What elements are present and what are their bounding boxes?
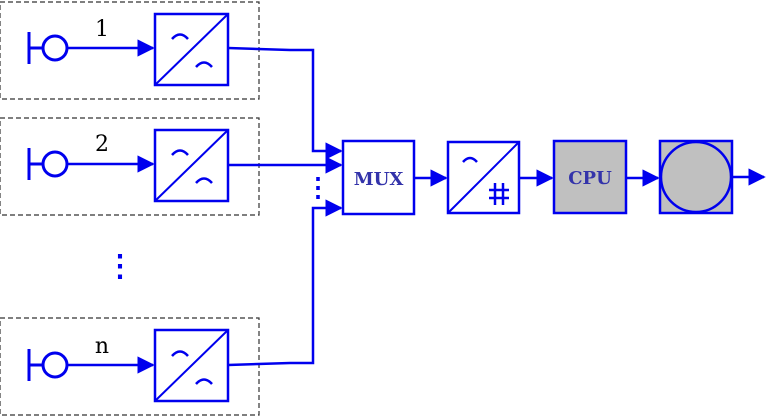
mux-label: MUX [354, 169, 404, 190]
sensor-icon [27, 148, 69, 180]
sensor-icon [27, 349, 69, 381]
channel-n: n [0, 317, 260, 416]
analog-filter-icon [153, 12, 230, 87]
sensor-icon [27, 32, 69, 64]
channel-1-dashed-box [0, 1, 260, 100]
channel-2-label: 2 [95, 132, 109, 157]
channel-n-dashed-box [0, 317, 260, 416]
channel-n-to-mux-line [227, 199, 343, 367]
cpu-block: CPU [552, 139, 628, 215]
analog-filter-icon [153, 128, 230, 203]
analog-filter-icon [153, 328, 230, 403]
channel-1-to-mux-line [227, 46, 343, 160]
channels-ellipsis: ⋮ [105, 249, 135, 284]
adc-icon [446, 140, 521, 215]
channel-1: 1 [0, 1, 260, 100]
channel-2: 2 [0, 117, 260, 216]
channel-1-label: 1 [95, 17, 109, 42]
circle-output-icon [658, 139, 734, 215]
mux-block: MUX [341, 139, 416, 216]
mux-inputs-ellipsis: ⋮ [305, 173, 331, 203]
channel-n-label: n [95, 334, 109, 359]
channel-2-dashed-box [0, 117, 260, 216]
cpu-label: CPU [568, 168, 612, 189]
